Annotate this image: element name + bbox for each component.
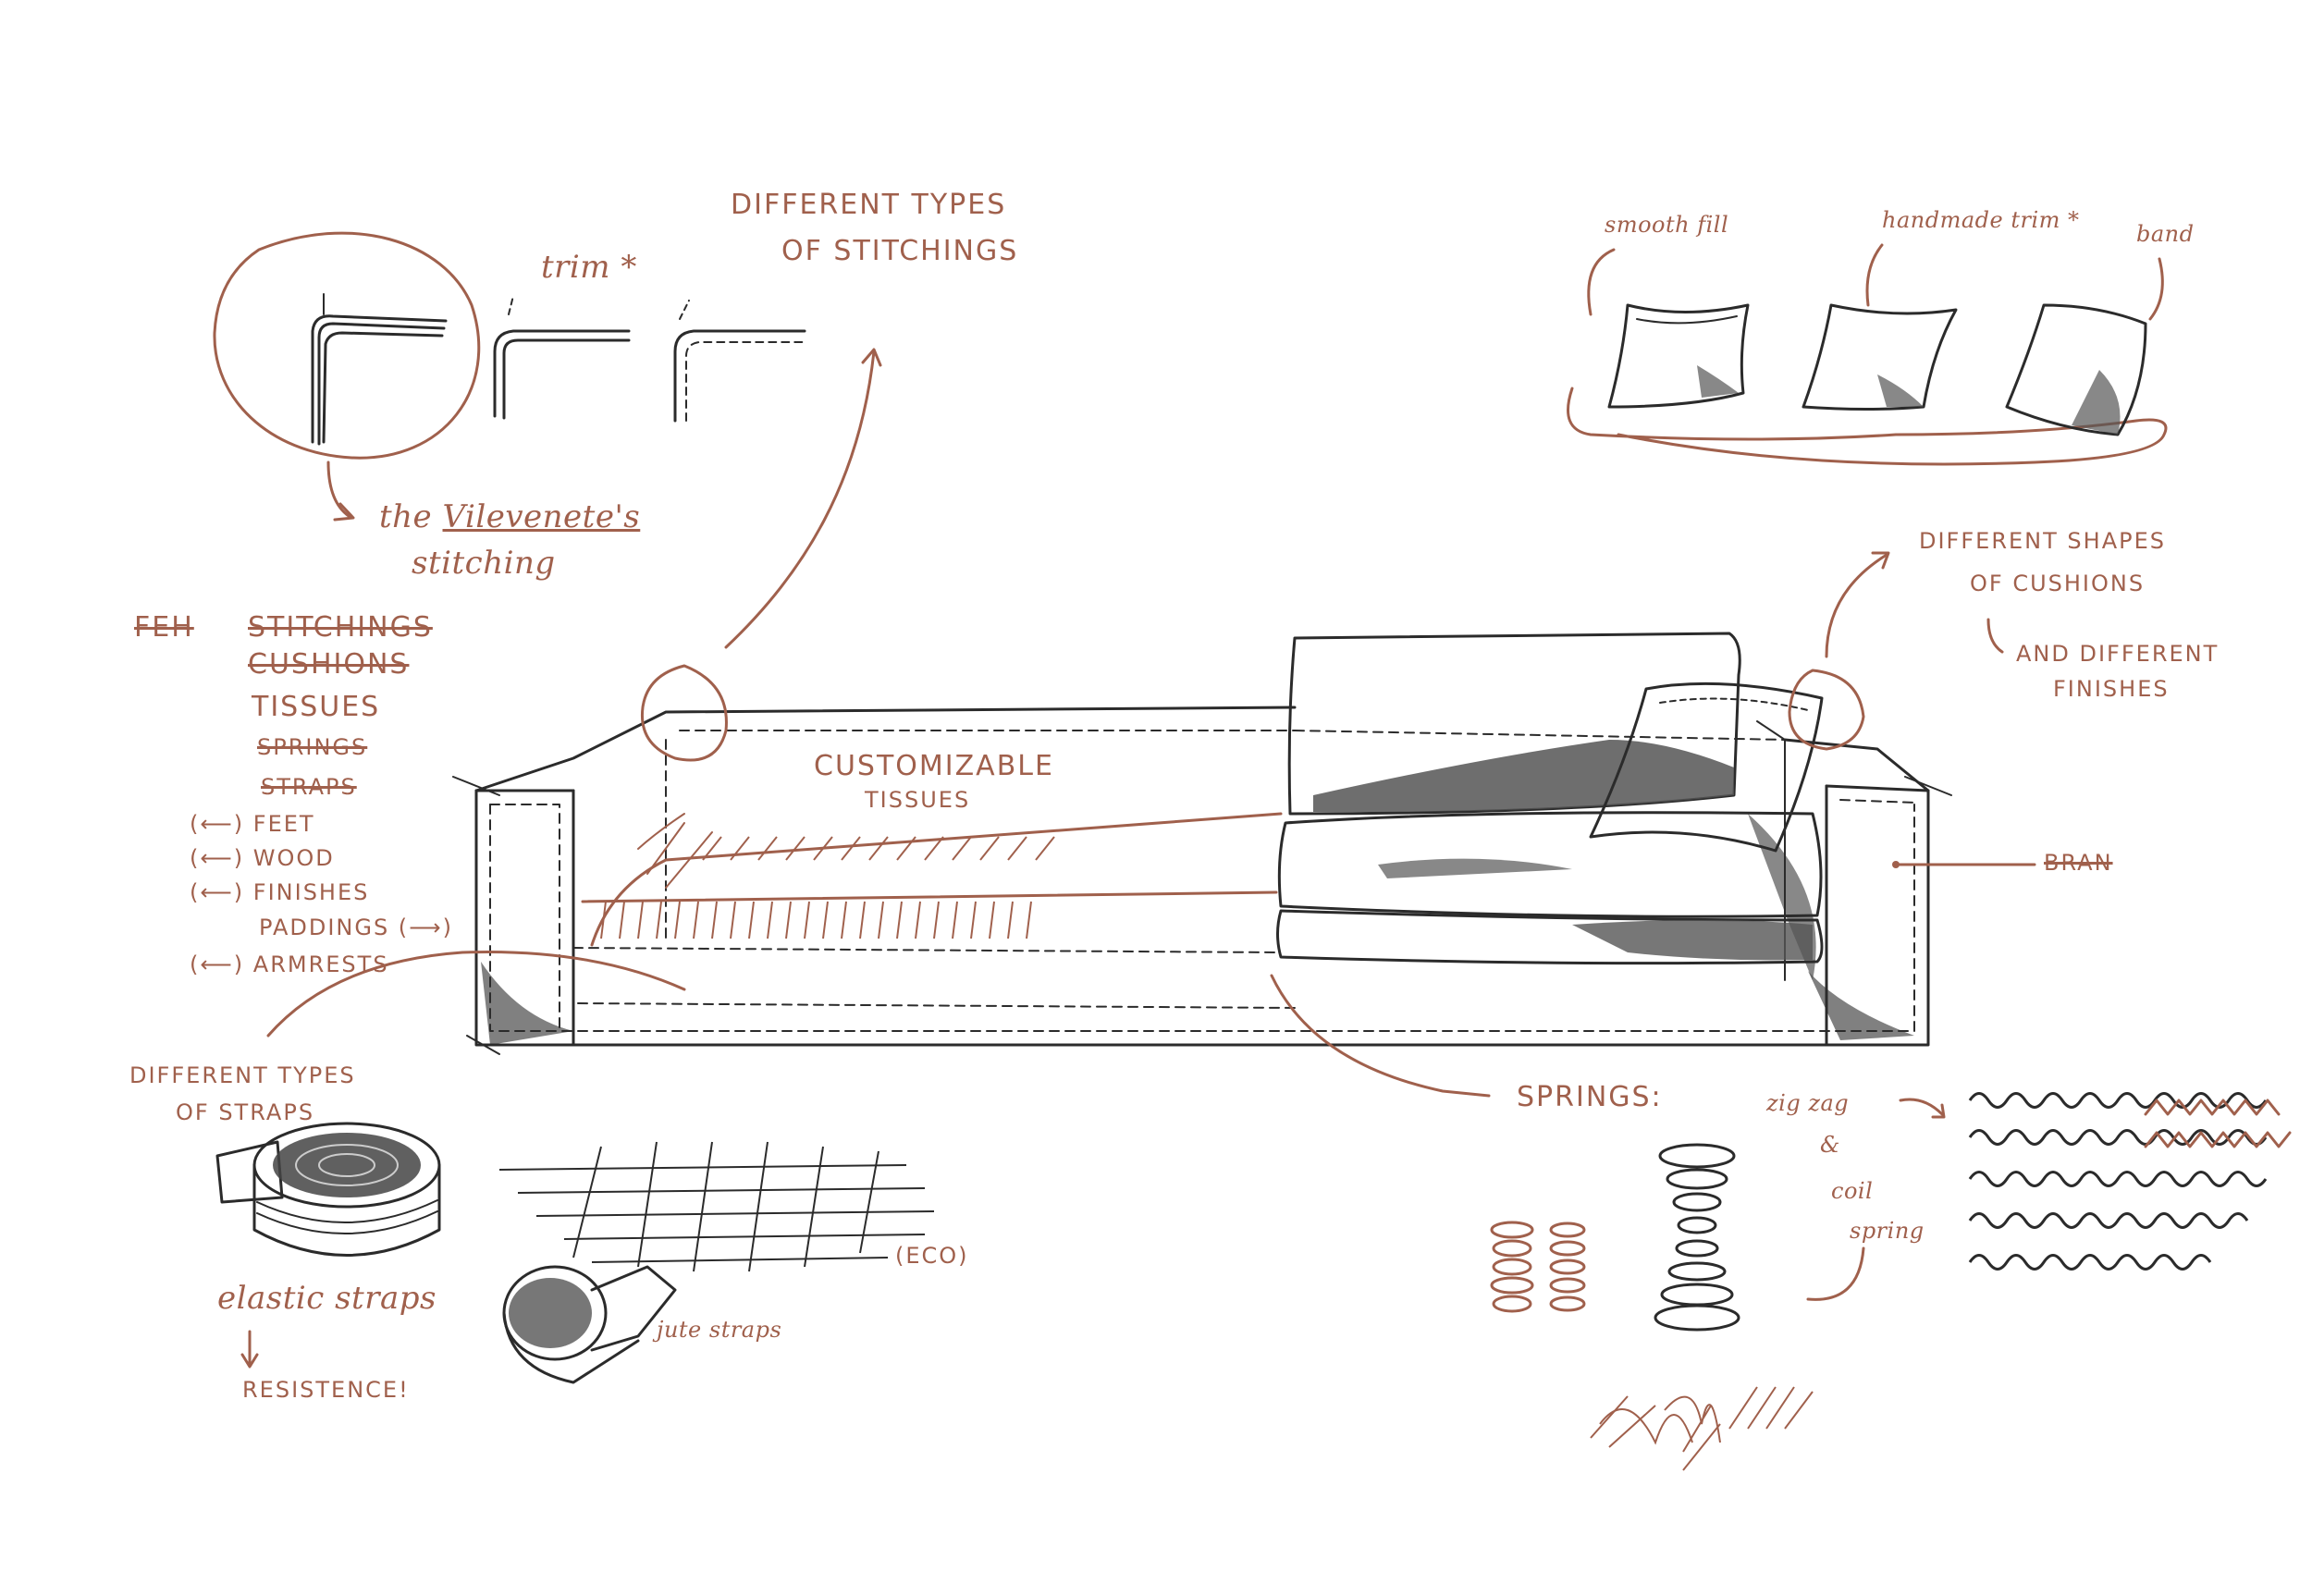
finishes-arrow: (⟵) [190, 879, 245, 905]
brand-stitching-prefix: the [379, 498, 433, 535]
zigzag-label-line2: & [1820, 1132, 1840, 1158]
resistance-label: RESISTENCE! [242, 1377, 410, 1403]
struck-word: FEH [134, 611, 194, 644]
stitching-types-label-line1: DIFFERENT TYPES [731, 189, 1007, 221]
springs-drawings [1490, 1092, 2292, 1471]
finishes-text: FINISHES [252, 879, 370, 905]
armrests-arrow: (⟵) [190, 951, 245, 977]
stitching-types-label-line2: OF STITCHINGS [781, 235, 1019, 267]
arrow-to-stitching [724, 350, 876, 649]
cushion-label-handmade-trim: handmade trim * [1882, 207, 2080, 233]
feet-text: FEET [252, 811, 315, 837]
sofa-drawing [452, 632, 2036, 1055]
eco-label: (ECO) [895, 1243, 969, 1269]
list-item-stitchings: STITCHINGS [248, 611, 433, 644]
list-item-finishes: (⟵) FINISHES [190, 879, 370, 906]
jute-straps-label: jute straps [657, 1317, 782, 1343]
cushion-shapes-line2: OF CUSHIONS [1970, 571, 2146, 596]
cushion-samples [1567, 243, 2168, 466]
list-item-springs: SPRINGS [257, 734, 368, 760]
brand-stitching-label-line2: stitching [412, 545, 556, 582]
zigzag-label-line1: zig zag [1766, 1090, 1850, 1116]
zigzag-label-line3: coil [1831, 1178, 1874, 1204]
straps-title-line2: OF STRAPS [176, 1099, 315, 1125]
trim-label: trim * [541, 249, 637, 286]
cushion-shapes-line1: DIFFERENT SHAPES [1919, 528, 2166, 554]
list-item-straps: STRAPS [261, 774, 357, 800]
customizable-tissues-line2: TISSUES [865, 787, 971, 813]
cushion-label-band: band [2136, 221, 2195, 247]
list-item-paddings: PADDINGS (⟶) [259, 915, 453, 940]
wood-text: WOOD [252, 845, 335, 871]
zigzag-label-line4: spring [1850, 1218, 1925, 1244]
brand-stitching-label: the Vilevenete's [379, 498, 641, 535]
brand-name: Vilevenete's [442, 498, 641, 535]
list-item-wood: (⟵) WOOD [190, 845, 335, 872]
cushion-finishes-line1: AND DIFFERENT [2016, 641, 2220, 667]
customizable-tissues-line1: CUSTOMIZABLE [814, 750, 1054, 782]
armrests-text: ARMRESTS [252, 951, 389, 977]
elastic-straps-label: elastic straps [217, 1280, 437, 1317]
list-item-feet: (⟵) FEET [190, 811, 315, 838]
cushion-label-smooth-fill: smooth fill [1605, 212, 1729, 238]
list-item-armrests: (⟵) ARMRESTS [190, 951, 389, 978]
cushion-finishes-line2: FINISHES [2053, 676, 2170, 702]
springs-title: SPRINGS: [1517, 1081, 1663, 1113]
list-item-tissues: TISSUES [252, 691, 381, 723]
straps-drawings [215, 1122, 935, 1384]
feet-arrow: (⟵) [190, 811, 245, 837]
straps-title-line1: DIFFERENT TYPES [129, 1062, 356, 1088]
arrow-to-cushion-shapes [1825, 553, 1888, 658]
right-scribble: BRAN [2044, 850, 2113, 876]
wood-arrow: (⟵) [190, 845, 245, 871]
stitching-samples [213, 231, 806, 522]
list-item-cushions: CUSHIONS [248, 648, 410, 681]
